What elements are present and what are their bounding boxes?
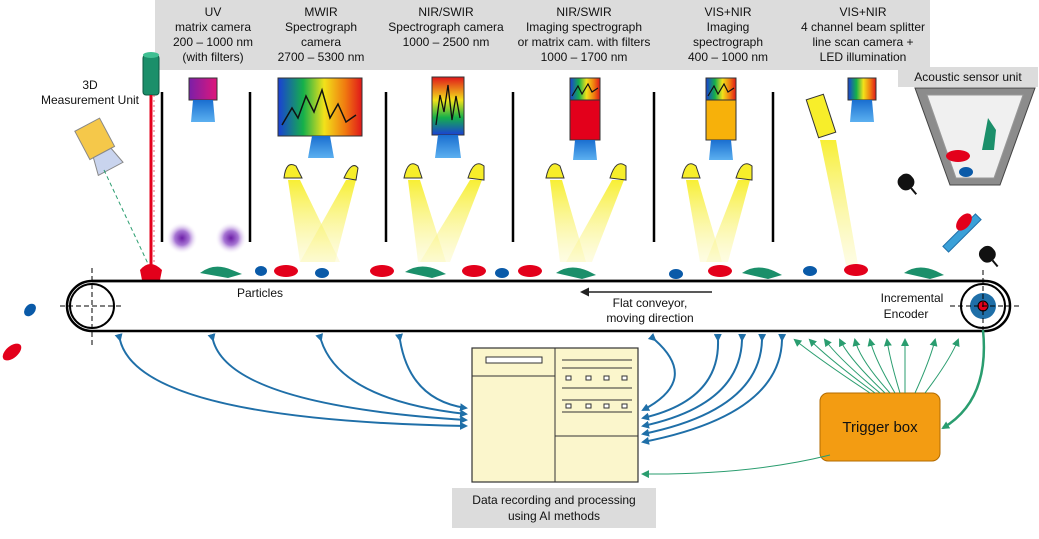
processing-label-2: using AI methods: [508, 509, 600, 523]
encoder-to-trigger-arrow: [941, 329, 986, 430]
sensor-2-line-4: 2700 – 5300 nm: [278, 50, 365, 64]
conveyor-belt: [60, 268, 1012, 346]
sensor-4-line-3: or matrix cam. with filters: [518, 35, 651, 49]
laser-unit-icon: [142, 52, 160, 96]
nir-swir-camera-icon: [431, 76, 465, 158]
sensor-5-line-4: 400 – 1000 nm: [688, 50, 768, 64]
sensor-5-line-1: VIS+NIR: [704, 5, 751, 19]
sensor-2-line-3: camera: [301, 35, 341, 49]
sensor-6-line-2: 4 channel beam splitter: [801, 20, 925, 34]
laser-spot: [140, 264, 162, 280]
encoder-label-1: Incremental: [881, 291, 944, 305]
sensor-1-line-2: matrix camera: [175, 20, 251, 34]
vis-nir-spectrograph-icon: [705, 77, 737, 160]
acoustic-label-bg: [898, 67, 1038, 87]
imaging-spectrograph-lights: [545, 163, 627, 262]
acoustic-sensor-label: Acoustic sensor unit: [914, 70, 1022, 84]
sensor-3-line-1: NIR/SWIR: [418, 5, 474, 19]
measurement-unit-label-1: 3D: [82, 78, 98, 92]
trigger-arrows: [641, 338, 960, 479]
line-scan-camera-icon: [847, 77, 877, 122]
sensor-data-arrows: [114, 333, 787, 445]
imaging-spectrograph-camera-icon: [569, 77, 601, 160]
microphone-lower-icon: [978, 245, 999, 268]
nir-swir-lights: [403, 163, 485, 262]
sensor-5-line-3: spectrograph: [693, 35, 763, 49]
processing-label-1: Data recording and processing: [472, 493, 635, 507]
sensor-2-line-2: Spectrograph: [285, 20, 357, 34]
sensor-5-line-2: Imaging: [707, 20, 750, 34]
mwir-camera-icon: [277, 77, 363, 158]
sensor-3-line-2: Spectrograph camera: [388, 20, 504, 34]
deflector-icon: [942, 213, 982, 253]
sensor-3-line-3: 1000 – 2500 nm: [403, 35, 490, 49]
sensor-2-line-1: MWIR: [304, 5, 338, 19]
sensor-4-line-4: 1000 – 1700 nm: [541, 50, 628, 64]
particles-label: Particles: [237, 286, 283, 300]
station-dividers: [160, 92, 775, 242]
microphone-icon: [897, 173, 918, 195]
sensor-1-line-3: 200 – 1000 nm: [173, 35, 253, 49]
3d-scanner-icon: [74, 117, 124, 177]
uv-camera-icon: [188, 77, 218, 122]
conveyor-label-2: moving direction: [606, 311, 693, 325]
sensor-4-line-1: NIR/SWIR: [556, 5, 612, 19]
measurement-unit-label-2: Measurement Unit: [41, 93, 140, 107]
sensor-1-line-1: UV: [205, 5, 222, 19]
mwir-lights: [283, 164, 359, 262]
sensor-label-band: [155, 0, 930, 70]
sensor-6-line-4: LED illumination: [820, 50, 907, 64]
led-illumination-icon: [805, 93, 858, 265]
encoder-label-2: Encoder: [884, 307, 929, 321]
sensor-6-line-3: line scan camera +: [812, 35, 913, 49]
incremental-encoder-icon: [950, 270, 1020, 342]
sensor-6-line-1: VIS+NIR: [839, 5, 886, 19]
vis-nir-lights: [681, 163, 753, 262]
conveyor-label-1: Flat conveyor,: [613, 296, 688, 310]
sensor-1-line-4: (with filters): [182, 50, 243, 64]
trigger-box-label: Trigger box: [842, 419, 918, 436]
processing-label-bg: [452, 488, 656, 528]
computer-icon: [471, 347, 639, 483]
acoustic-sensor-unit-icon: [914, 87, 1036, 186]
particles: [2, 264, 944, 361]
uv-illumination-left: [166, 222, 198, 254]
uv-illumination-right: [215, 222, 247, 254]
scanner-beam: [103, 169, 151, 269]
sensor-4-line-2: Imaging spectrograph: [526, 20, 642, 34]
